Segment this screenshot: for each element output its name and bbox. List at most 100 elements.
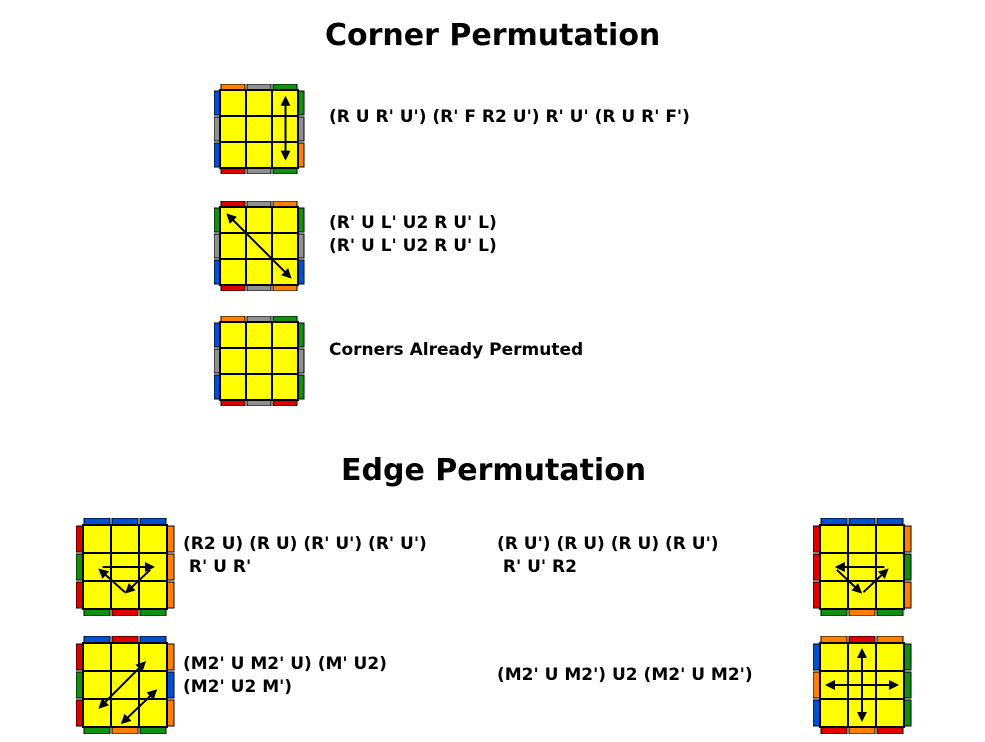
bottom-side-sticker [848, 726, 876, 734]
top-face-sticker [875, 642, 905, 672]
bottom-side-sticker [111, 726, 139, 734]
right-side-sticker [166, 671, 175, 699]
top-face-sticker [819, 698, 849, 728]
top-face-sticker [219, 321, 247, 349]
top-face-sticker [138, 580, 168, 610]
top-side-sticker [139, 636, 167, 644]
three-cycle-arrows-icon [834, 562, 889, 594]
corner-case-2-algorithm-line-2: (R' U L' U2 R U' L) [329, 236, 497, 256]
left-side-sticker [76, 699, 84, 727]
right-side-sticker [903, 553, 912, 581]
corner-case-2-algorithm-line-1: (R' U L' U2 R U' L) [329, 213, 497, 233]
arrow-line [862, 568, 889, 593]
top-side-sticker [876, 636, 904, 644]
top-face-sticker [819, 524, 849, 554]
left-side-sticker [76, 525, 84, 553]
top-face-sticker [875, 580, 905, 610]
top-face-sticker [245, 347, 273, 375]
top-face-sticker [219, 347, 247, 375]
top-face-sticker [82, 698, 112, 728]
top-face-sticker [271, 347, 299, 375]
top-face-sticker [219, 89, 247, 117]
left-side-sticker [76, 671, 84, 699]
edge-case-2-cube-diagram [813, 518, 912, 616]
top-face-sticker [82, 524, 112, 554]
top-side-sticker [876, 518, 904, 526]
top-face-sticker [271, 206, 299, 234]
edge-case-4-cube-diagram [813, 636, 912, 734]
top-face-sticker [847, 524, 877, 554]
top-face-sticker [271, 321, 299, 349]
right-side-sticker [903, 671, 912, 699]
left-side-sticker [813, 643, 821, 671]
edge-case-2-algorithm-line-1: (R U') (R U) (R U) (R U') [497, 534, 719, 554]
left-side-sticker [813, 525, 821, 553]
edge-case-3-cube-diagram [76, 636, 175, 734]
corner-permutation-title: Corner Permutation [325, 18, 661, 53]
top-face-sticker [138, 524, 168, 554]
top-side-sticker [111, 518, 139, 526]
arrow-line [98, 568, 126, 593]
top-face-sticker [110, 670, 140, 700]
top-side-sticker [83, 636, 111, 644]
bottom-side-sticker [139, 608, 167, 616]
top-face-sticker [82, 642, 112, 672]
arrow-line [226, 213, 292, 279]
top-face-sticker [219, 115, 247, 143]
double-arrow-diagonal-icon [226, 213, 292, 279]
bottom-side-sticker [848, 608, 876, 616]
top-face-sticker [219, 141, 247, 169]
top-face-sticker [819, 642, 849, 672]
three-cycle-arrows-icon [98, 562, 155, 594]
corner-case-2-cube-diagram [214, 201, 305, 291]
left-side-sticker [813, 671, 821, 699]
top-face-sticker [245, 115, 273, 143]
edge-case-1-algorithm-line-2: R' U R' [183, 557, 252, 577]
edge-case-3-algorithm: (M2' U M2' U) (M' U2) (M2' U2 M') [183, 653, 387, 699]
corner-case-3-label-text: Corners Already Permuted [329, 340, 584, 360]
right-side-sticker [903, 581, 912, 609]
top-face-sticker [271, 373, 299, 401]
right-side-sticker [166, 699, 175, 727]
top-face-sticker [245, 321, 273, 349]
right-side-sticker [903, 699, 912, 727]
bottom-side-sticker [83, 726, 111, 734]
arrow-line [98, 661, 147, 709]
bottom-side-sticker [111, 608, 139, 616]
top-side-sticker [83, 518, 111, 526]
top-face-sticker [138, 642, 168, 672]
top-face-sticker [219, 232, 247, 260]
edge-permutation-title: Edge Permutation [341, 453, 647, 488]
right-side-sticker [166, 581, 175, 609]
top-face-sticker [875, 698, 905, 728]
edge-case-1-algorithm-line-1: (R2 U) (R U) (R' U') (R' U') [183, 534, 427, 554]
top-face-sticker [110, 524, 140, 554]
top-face-sticker [875, 524, 905, 554]
top-side-sticker [848, 518, 876, 526]
right-side-sticker [166, 643, 175, 671]
top-face-sticker [82, 580, 112, 610]
arrow-line [124, 569, 151, 594]
corner-case-1-cube-diagram [214, 84, 305, 174]
left-side-sticker [813, 699, 821, 727]
left-side-sticker [813, 553, 821, 581]
top-side-sticker [111, 636, 139, 644]
corner-case-3-label: Corners Already Permuted [329, 339, 583, 362]
bottom-side-sticker [820, 608, 848, 616]
top-face-sticker [819, 580, 849, 610]
top-face-sticker [138, 670, 168, 700]
corner-case-1-algorithm-line-1: (R U R' U') (R' F R2 U') R' U' (R U R' F… [329, 107, 690, 127]
top-face-sticker [219, 373, 247, 401]
edge-case-2-algorithm: (R U') (R U) (R U) (R U') R' U' R2 [497, 533, 719, 579]
corner-case-2-algorithm: (R' U L' U2 R U' L) (R' U L' U2 R U' L) [329, 212, 497, 258]
top-face-sticker [82, 670, 112, 700]
top-side-sticker [820, 518, 848, 526]
edge-case-2-algorithm-line-2: R' U' R2 [497, 557, 577, 577]
cross-swap-arrows-icon [825, 648, 899, 722]
right-side-sticker [166, 553, 175, 581]
bottom-side-sticker [83, 608, 111, 616]
top-side-sticker [139, 518, 167, 526]
corner-case-3-cube-diagram [214, 316, 305, 406]
left-side-sticker [76, 643, 84, 671]
edge-case-1-cube-diagram [76, 518, 175, 616]
